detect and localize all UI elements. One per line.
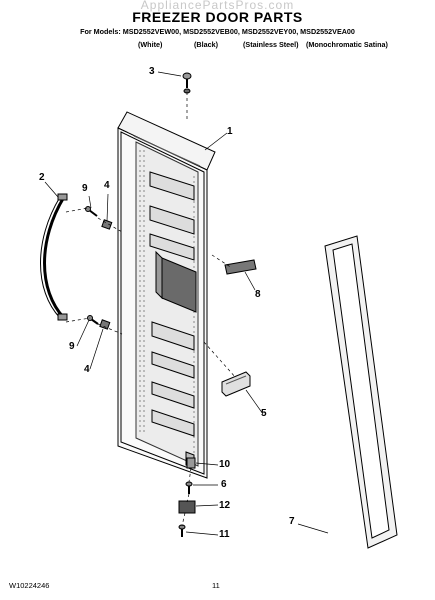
handle-screw-upper [85, 206, 98, 217]
leader-lines [44, 71, 329, 536]
door-trim [224, 259, 257, 275]
callout-label: 8 [255, 289, 261, 300]
finish-stainless: (Stainless Steel) [243, 40, 299, 49]
handle-screw-lower [87, 315, 99, 325]
finish-satina: (Monochromatic Satina) [306, 40, 388, 49]
callout-label: 5 [261, 408, 267, 419]
top-screw [182, 72, 192, 94]
page-number: 11 [212, 581, 220, 590]
callout-label: 2 [39, 172, 45, 183]
callout-label: 4 [84, 364, 90, 375]
callout-label: 1 [227, 126, 233, 137]
callout-label: 6 [221, 479, 227, 490]
freezer-door-panel [117, 111, 216, 479]
callout-label: 12 [219, 500, 231, 511]
door-bin [221, 371, 251, 397]
callout-label: 4 [104, 180, 110, 191]
alignment-lines [65, 92, 237, 527]
door-handle [40, 193, 68, 321]
watermark-text: AppliancePartsPros.com [140, 0, 295, 12]
handle-spacer-upper [101, 219, 113, 230]
hinge-screw [185, 481, 193, 494]
hinge-pin [186, 457, 196, 469]
callout-label: 7 [289, 516, 295, 527]
hinge-block [178, 500, 196, 514]
callout-label: 11 [219, 529, 230, 540]
callout-label: 9 [69, 341, 75, 352]
page-title: FREEZER DOOR PARTS [132, 9, 303, 25]
callout-label: 10 [219, 459, 231, 470]
handle-spacer-lower [99, 319, 111, 330]
callout-label: 3 [149, 66, 155, 77]
door-gasket [324, 235, 398, 549]
finish-black: (Black) [194, 40, 218, 49]
callout-label: 9 [82, 183, 88, 194]
finish-white: (White) [138, 40, 163, 49]
document-number: W10224246 [9, 581, 50, 590]
hinge-bottom-screw [178, 524, 186, 537]
model-list: For Models: MSD2552VEW00, MSD2552VEB00, … [80, 27, 355, 36]
